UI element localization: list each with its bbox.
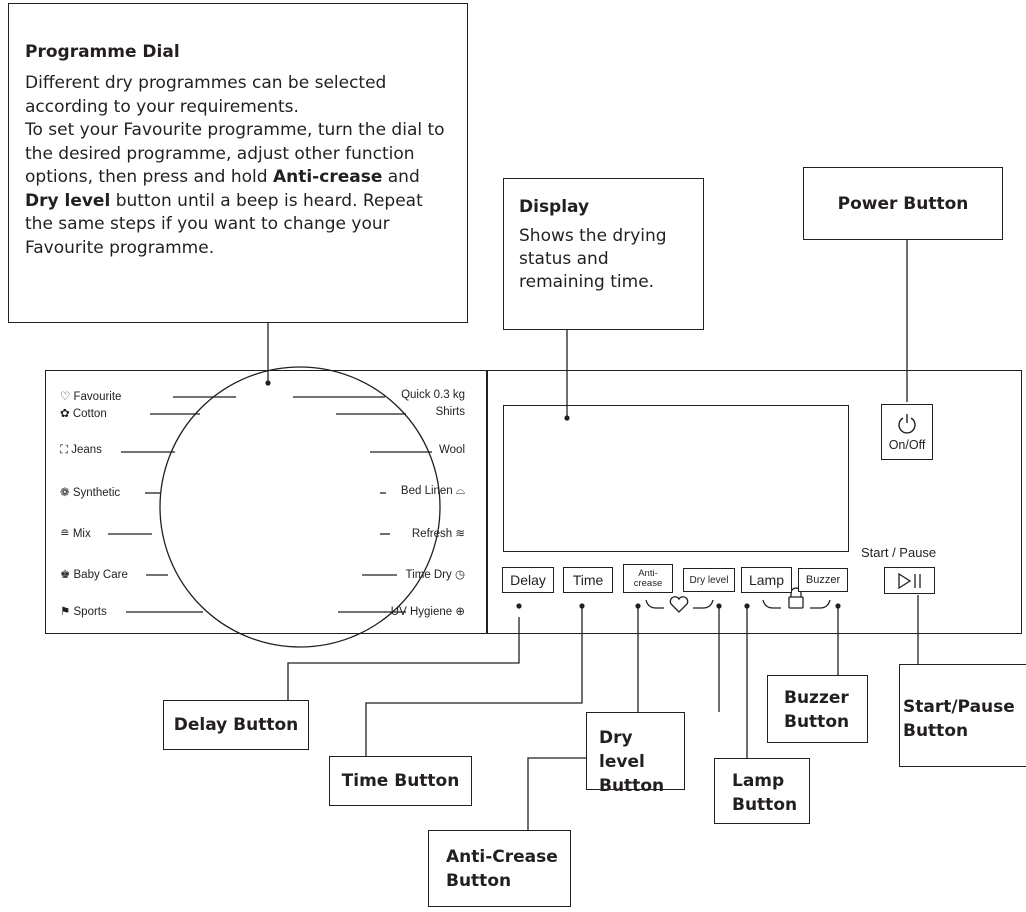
bed-linen-icon: ⌓ xyxy=(452,485,465,497)
anti-crease-label-line1: Anti-Crease xyxy=(446,847,558,867)
programme-dial-panel xyxy=(45,370,487,634)
buzzer-button-callout: Buzzer Button xyxy=(767,675,868,743)
controls-panel xyxy=(487,370,1022,634)
lamp-label-line1: Lamp xyxy=(732,771,785,791)
programme-uv-hygiene: UV Hygiene ⊕ xyxy=(390,606,465,618)
dry-level-button[interactable]: Dry level xyxy=(683,568,735,592)
power-button[interactable]: On/Off xyxy=(881,404,933,460)
programme-jeans: ⛶ Jeans xyxy=(60,444,102,456)
power-button-title: Power Button xyxy=(837,193,969,214)
on-off-label: On/Off xyxy=(888,437,926,452)
lamp-label-line2: Button xyxy=(732,795,798,815)
anti-crease-button[interactable]: Anti- crease xyxy=(623,564,673,593)
programme-favourite: ♡ Favourite xyxy=(60,391,122,403)
buzzer-label-line2: Button xyxy=(784,712,850,732)
refresh-icon: ≋ xyxy=(452,528,465,540)
time-button[interactable]: Time xyxy=(563,567,613,593)
display-title: Display xyxy=(519,197,590,217)
power-button-callout: Power Button xyxy=(803,167,1003,240)
synthetic-icon: ❁ xyxy=(60,487,73,499)
start-pause-button[interactable] xyxy=(884,567,935,594)
programme-sports: ⚑ Sports xyxy=(60,606,107,618)
sports-icon: ⚑ xyxy=(60,606,74,618)
start-pause-label: Start / Pause xyxy=(861,545,937,560)
display-callout: Display Shows the drying status and rema… xyxy=(503,178,704,330)
mix-icon: ≘ xyxy=(60,528,73,540)
programme-bed-linen: Bed Linen ⌓ xyxy=(400,485,465,497)
time-button-label: Time Button xyxy=(341,771,460,791)
baby-care-icon: ♚ xyxy=(60,569,74,581)
lamp-button[interactable]: Lamp xyxy=(741,567,792,593)
programme-shirts: Shirts xyxy=(435,406,465,418)
start-pause-label-line1: Start/Pause xyxy=(903,697,1015,717)
programme-cotton: ✿ Cotton xyxy=(60,408,107,420)
programme-refresh: Refresh ≋ xyxy=(411,528,465,540)
programme-dial-description: Different dry programmes can be selected… xyxy=(25,73,445,258)
heart-icon: ♡ xyxy=(60,391,74,403)
buzzer-button[interactable]: Buzzer xyxy=(798,568,848,592)
anti-crease-button-callout: Anti-Crease Button xyxy=(428,830,571,907)
time-button-callout: Time Button xyxy=(329,756,472,806)
delay-button[interactable]: Delay xyxy=(502,567,554,593)
programme-mix: ≘ Mix xyxy=(60,528,91,540)
play-pause-icon xyxy=(897,572,921,589)
dry-level-label-line1: Dry level xyxy=(599,728,645,772)
programme-baby-care: ♚ Baby Care xyxy=(60,569,128,581)
programme-time-dry: Time Dry ◷ xyxy=(405,569,465,581)
cotton-icon: ✿ xyxy=(60,408,73,420)
start-pause-label-line2: Button xyxy=(903,721,969,741)
programme-wool: Wool xyxy=(439,444,465,456)
lamp-button-callout: Lamp Button xyxy=(714,758,810,824)
anti-crease-label-line2: Button xyxy=(446,871,512,891)
start-pause-button-callout: Start/Pause Button xyxy=(899,664,1026,767)
programme-quick: Quick 0.3 kg xyxy=(401,389,465,401)
delay-button-callout: Delay Button xyxy=(163,700,309,750)
clock-icon: ◷ xyxy=(451,569,465,581)
dry-level-button-callout: Dry level Button xyxy=(586,712,685,796)
programme-synthetic: ❁ Synthetic xyxy=(60,487,121,499)
power-icon xyxy=(898,413,916,434)
dry-level-label-line2: Button xyxy=(599,776,665,796)
jeans-icon: ⛶ xyxy=(60,444,72,456)
display-screen xyxy=(503,405,849,552)
uv-hygiene-icon: ⊕ xyxy=(452,606,465,618)
delay-button-label: Delay Button xyxy=(173,715,299,735)
display-description: Shows the drying status and remaining ti… xyxy=(519,226,667,292)
programme-dial-callout: Programme Dial Different dry programmes … xyxy=(8,3,468,323)
buzzer-label-line1: Buzzer xyxy=(784,688,849,708)
programme-dial-title: Programme Dial xyxy=(25,42,180,62)
